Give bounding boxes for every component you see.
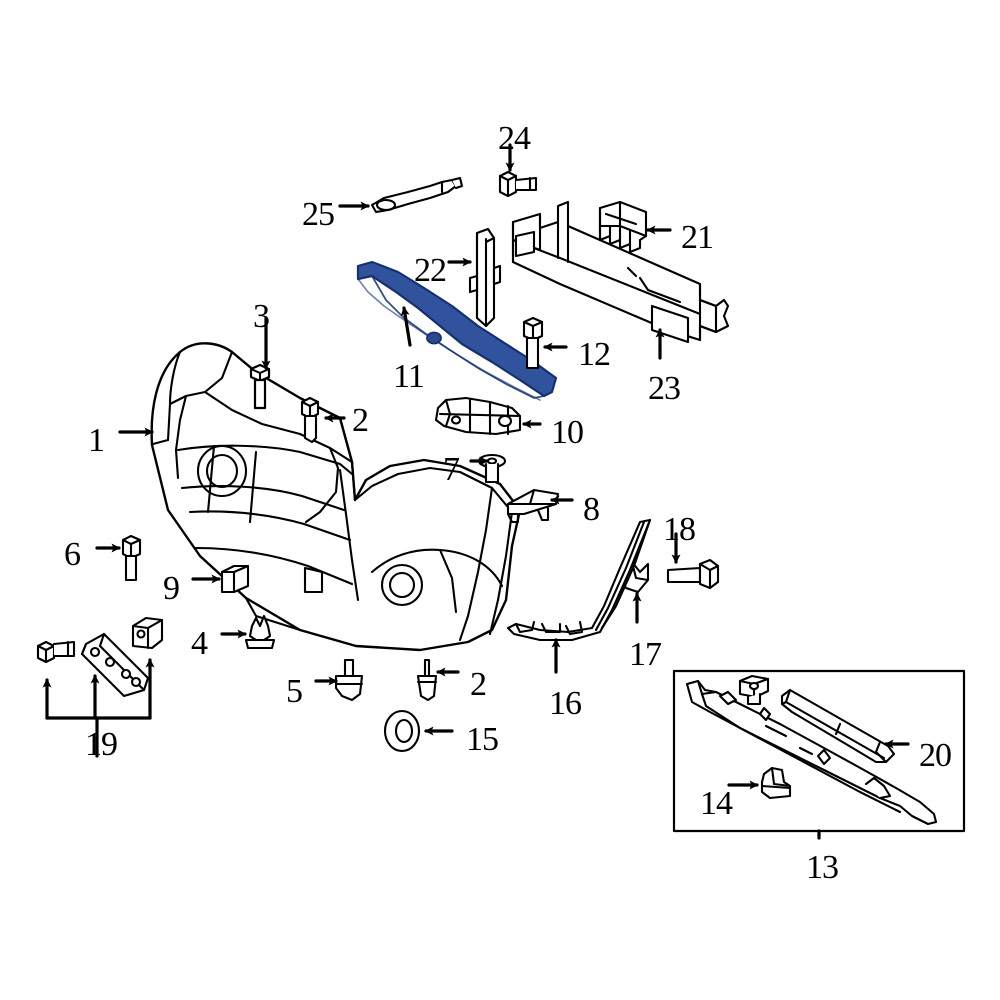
callout-label-6: 6: [64, 536, 81, 573]
part-13-inset-box: [672, 669, 966, 833]
part-2b-bolt: [416, 658, 438, 702]
part-18-flange-bolt: [666, 558, 720, 590]
callout-label-14: 14: [700, 785, 733, 822]
callout-label-2b: 2: [470, 666, 487, 703]
part-16-side-molding: [506, 518, 652, 642]
callout-label-9: 9: [163, 570, 180, 607]
callout-label-18: 18: [663, 511, 696, 548]
leader-19-bracket: [42, 658, 155, 758]
part-22-vertical-brace: [468, 227, 502, 328]
callout-label-25: 25: [302, 196, 335, 233]
part-25-tow-hook: [370, 176, 464, 214]
part-15-grommet: [383, 709, 421, 753]
callout-label-5: 5: [286, 673, 303, 710]
callout-label-12: 12: [578, 336, 611, 373]
part-24-hex-bolt: [498, 170, 538, 198]
callout-label-13: 13: [806, 849, 839, 886]
part-4-retainer-clip: [244, 614, 276, 650]
part-12-reinforcement-bolt: [522, 316, 544, 370]
callout-label-2a: 2: [352, 402, 369, 439]
callout-label-11: 11: [393, 358, 425, 395]
part-21-impact-absorber-module: [598, 200, 648, 254]
callout-label-1: 1: [88, 422, 105, 459]
callout-label-19: 19: [85, 726, 118, 763]
callout-label-10: 10: [551, 414, 584, 451]
leader-arrows: [95, 143, 910, 790]
callout-label-3: 3: [253, 298, 270, 335]
part-front-bumper-cover: [150, 342, 522, 652]
callout-label-22: 22: [414, 252, 447, 289]
callout-label-23: 23: [648, 370, 681, 407]
part-19-license-bracket-set: [36, 616, 164, 698]
callout-label-7: 7: [443, 451, 460, 488]
part-5-screw: [334, 658, 364, 702]
part-2a-bolt: [300, 396, 320, 444]
part-6-bolt: [121, 534, 142, 582]
part-10-side-retainer: [434, 396, 522, 436]
callout-label-17: 17: [629, 636, 662, 673]
callout-label-16: 16: [549, 685, 582, 722]
callout-label-4: 4: [191, 625, 208, 662]
callout-label-20: 20: [919, 737, 952, 774]
callout-label-24: 24: [498, 120, 531, 157]
part-11-upper-support-highlighted: [356, 260, 558, 401]
callout-label-15: 15: [466, 721, 499, 758]
part-9-square-clip: [220, 564, 250, 594]
callout-label-8: 8: [583, 491, 600, 528]
callout-label-21: 21: [681, 219, 714, 256]
